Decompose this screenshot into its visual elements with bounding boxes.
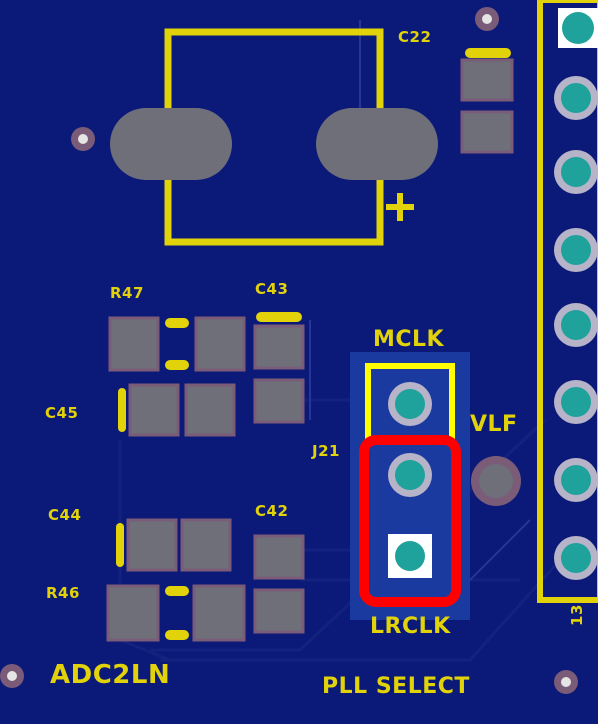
label-mclk: MCLK bbox=[373, 327, 445, 352]
label-c45: C45 bbox=[45, 404, 79, 422]
label-c44: C44 bbox=[48, 506, 82, 524]
lrclk-selection-box bbox=[359, 435, 461, 607]
label-r46: R46 bbox=[46, 584, 80, 602]
label-c43: C43 bbox=[255, 280, 289, 298]
label-pll-select: PLL SELECT bbox=[322, 674, 470, 699]
label-adc2ln: ADC2LN bbox=[50, 660, 171, 690]
label-lrclk: LRCLK bbox=[370, 614, 451, 639]
c22-pad-1 bbox=[110, 108, 232, 180]
c22-pad-2 bbox=[316, 108, 438, 180]
label-vlf: VLF bbox=[470, 412, 518, 437]
vias bbox=[0, 7, 578, 694]
plus-v bbox=[397, 193, 403, 221]
label-c42: C42 bbox=[255, 502, 289, 520]
header-pins bbox=[554, 8, 598, 580]
label-c22: C22 bbox=[398, 28, 432, 46]
label-j21: J21 bbox=[312, 442, 340, 460]
label-r47: R47 bbox=[110, 284, 144, 302]
label-header-13: 13 bbox=[567, 604, 586, 626]
header-outline bbox=[537, 0, 598, 603]
